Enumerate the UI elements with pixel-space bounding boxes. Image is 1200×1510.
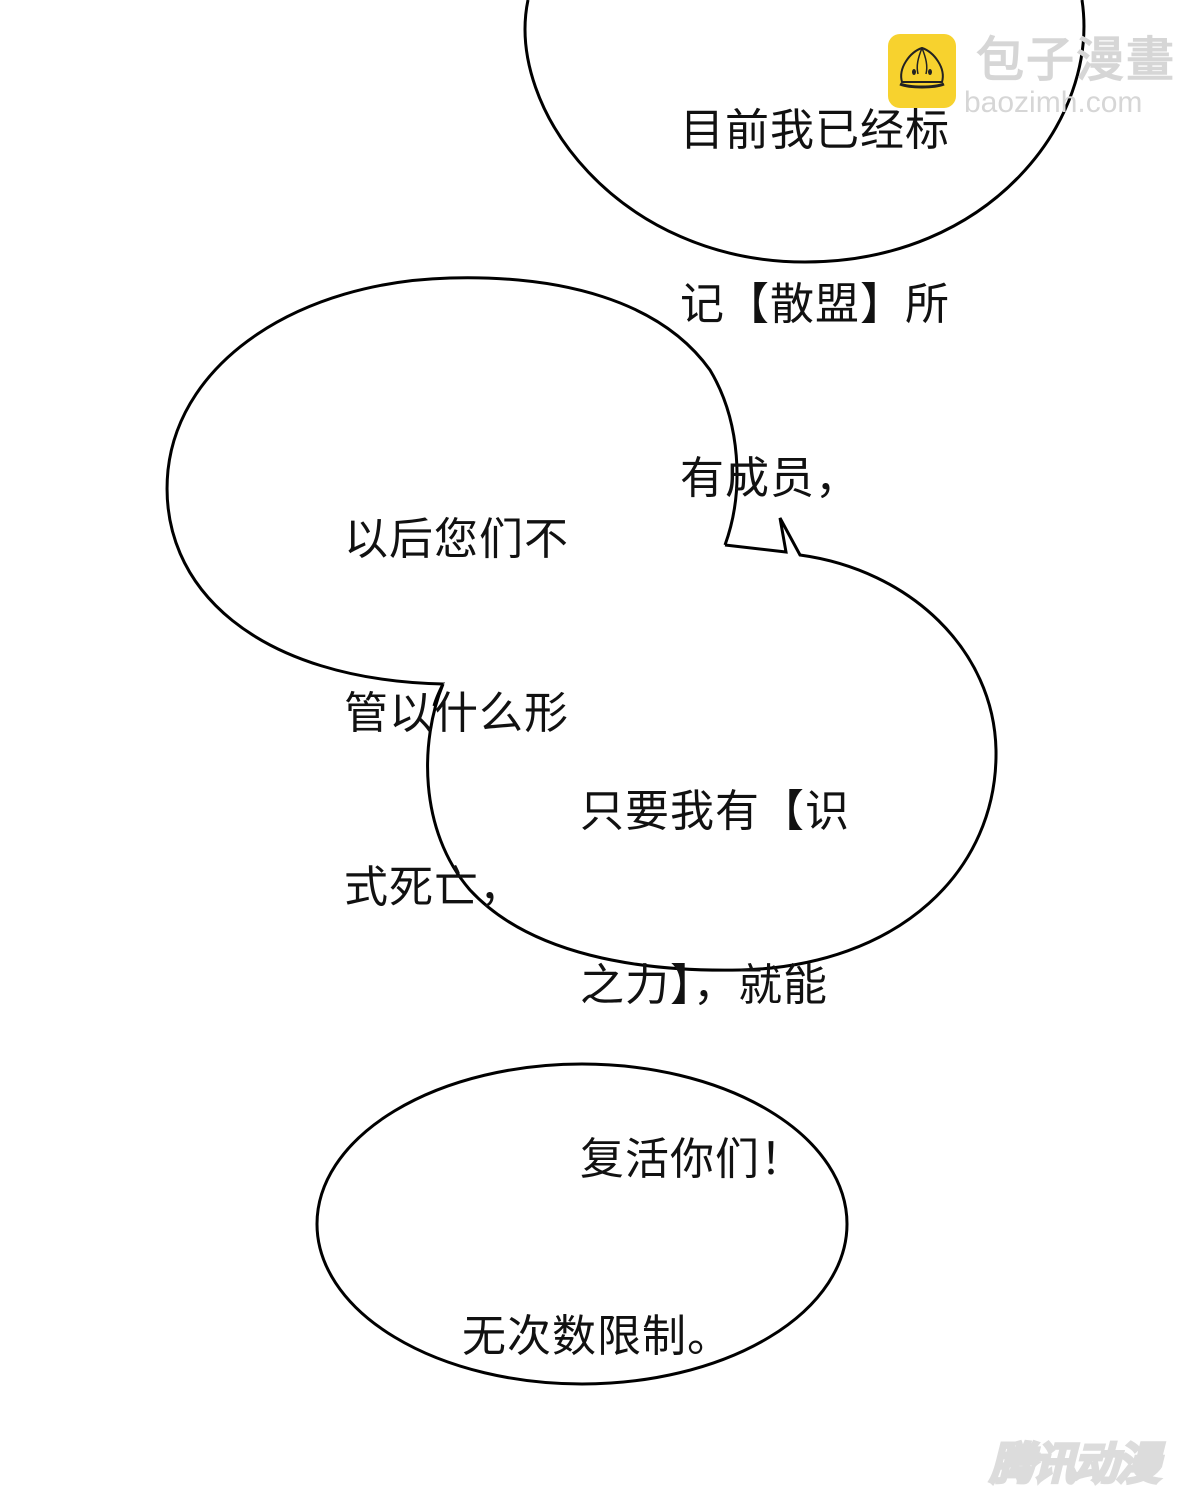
bubble-1-line-2: 记【散盟】所 [680,279,950,330]
bubble-3-line-1: 只要我有【识 [580,786,850,837]
site-watermark-title: 包子漫畫 [976,32,1177,88]
bubble-2-line-2: 管以什么形 [344,688,569,739]
bubble-2-line-1: 以后您们不 [344,514,569,565]
bun-face-icon [899,46,945,89]
publisher-watermark: 腾讯动漫 [989,1438,1162,1491]
speech-bubble-1-text: 目前我已经标 记【散盟】所 有成员， [680,0,950,624]
speech-bubble-2-text: 以后您们不 管以什么形 式死亡， [344,395,569,1033]
speech-bubble-3-text: 只要我有【识 之力】，就能 复活你们！ [580,667,850,1305]
site-watermark: 包子漫畫 baozimh.com [888,34,1178,124]
bubble-4-line-1: 无次数限制。 [462,1311,732,1362]
speech-bubble-4-outline [315,1062,849,1386]
bubble-1-line-1: 目前我已经标 [680,105,950,156]
speech-bubble-3-outline [426,517,998,972]
bubble-1-line-3: 有成员， [680,453,860,504]
bubble-3-line-3: 复活你们！ [580,1134,805,1185]
bun-logo-icon [888,34,956,108]
speech-bubble-4-text: 无次数限制。 [462,1192,732,1482]
speech-bubble-2-outline [165,276,739,686]
bubble-2-line-3: 式死亡， [344,862,524,913]
site-watermark-url: baozimh.com [964,86,1143,119]
bubble-3-line-2: 之力】，就能 [580,960,828,1011]
